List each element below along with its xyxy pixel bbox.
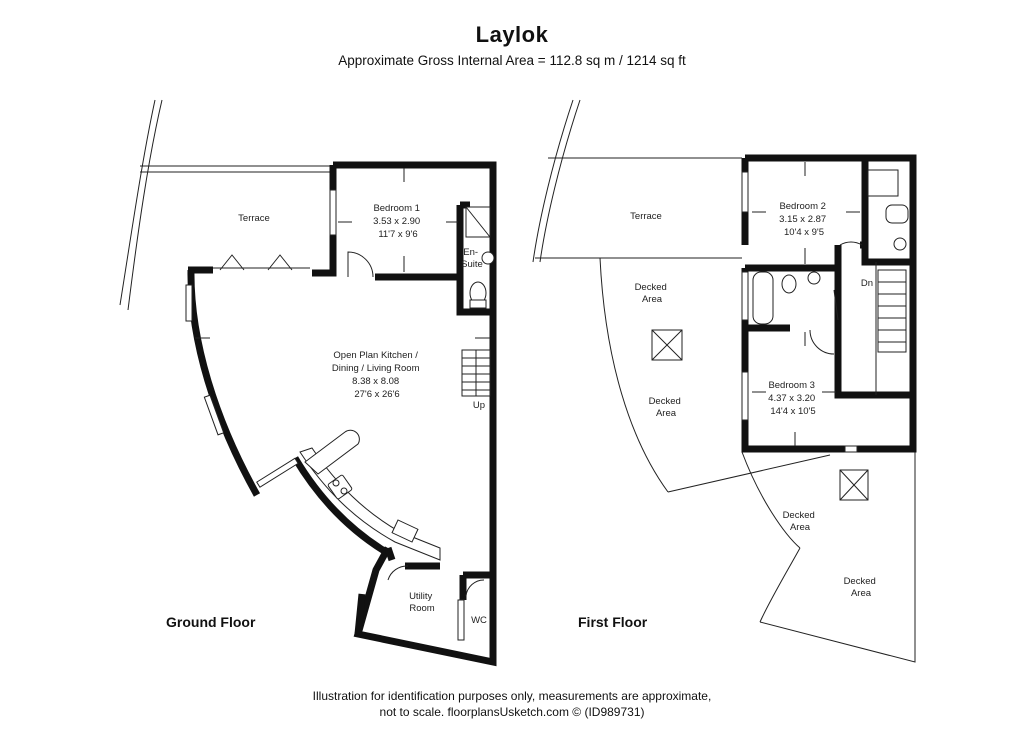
disclaimer-footer: Illustration for identification purposes… xyxy=(0,688,1024,720)
ground-floor-plan: Terrace Bedroom 1 3.53 x 2.90 11'7 x 9'6… xyxy=(119,99,497,667)
decked-area-4-label: Decked Area xyxy=(844,576,879,599)
ensuite-label: En- Suite xyxy=(461,247,483,270)
kitchen-island xyxy=(304,429,360,475)
ground-floor-label: Ground Floor xyxy=(166,614,256,630)
up-label: Up xyxy=(473,400,485,411)
utility-label: Utility Room xyxy=(409,591,435,614)
kitchen-counter xyxy=(299,447,441,561)
footer-line-1: Illustration for identification purposes… xyxy=(312,689,712,703)
gf-terrace-label: Terrace xyxy=(238,213,270,224)
first-stairs xyxy=(875,262,907,395)
first-floor-label: First Floor xyxy=(578,614,648,630)
ground-stairs xyxy=(461,349,491,397)
ff-terrace-label: Terrace xyxy=(630,211,662,222)
wc-label: WC xyxy=(471,615,487,626)
decked-area-3-label: Decked Area xyxy=(783,510,818,533)
kitchen-label: Open Plan Kitchen / Dining / Living Room… xyxy=(332,350,422,400)
terrace-arc-inner xyxy=(119,99,156,306)
bedroom3-label: Bedroom 3 4.37 x 3.20 14'4 x 10'5 xyxy=(768,380,818,417)
footer-line-2: not to scale. floorplansUsketch.com © (I… xyxy=(379,705,645,719)
decked-area-1-label: Decked Area xyxy=(635,282,670,305)
terrace-arc-outer xyxy=(127,99,163,311)
first-floor-plan: Terrace Bedroom 2 3.15 x 2.87 10'4 x 9'5… xyxy=(532,99,917,663)
bedroom2-label: Bedroom 2 3.15 x 2.87 10'4 x 9'5 xyxy=(779,201,829,238)
decked-outer-curve xyxy=(599,257,669,493)
page-title: Laylok xyxy=(475,22,549,47)
bedroom1-label: Bedroom 1 3.53 x 2.90 11'7 x 9'6 xyxy=(373,203,423,240)
curved-wall-west xyxy=(187,269,261,497)
dn-label: Dn xyxy=(861,278,873,289)
area-subtitle: Approximate Gross Internal Area = 112.8 … xyxy=(338,53,686,68)
bathtub xyxy=(752,271,774,325)
decked-area-2-label: Decked Area xyxy=(649,396,684,419)
